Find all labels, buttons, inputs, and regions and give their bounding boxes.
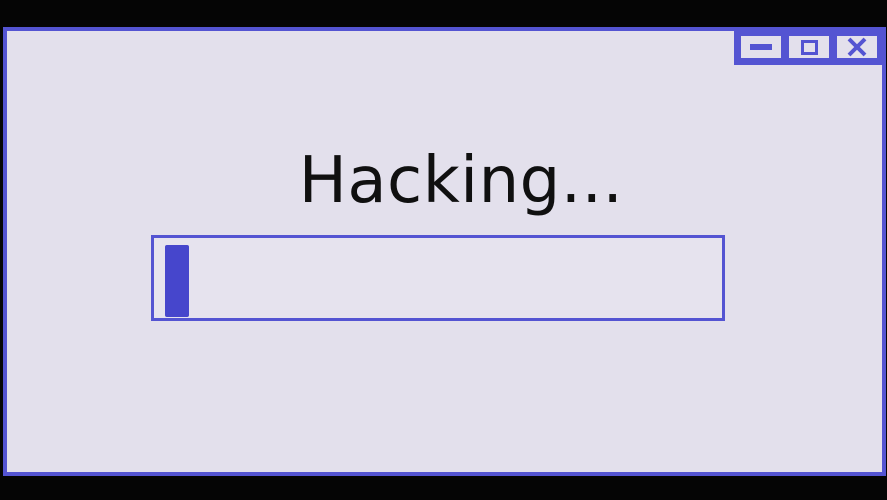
maximize-icon	[801, 40, 818, 55]
window-controls	[734, 27, 886, 65]
app-window: Hacking...	[3, 27, 886, 476]
close-icon	[847, 37, 867, 57]
maximize-button[interactable]	[789, 36, 829, 58]
minimize-button[interactable]	[741, 36, 781, 58]
status-title: Hacking...	[298, 144, 624, 218]
progress-fill	[165, 245, 189, 317]
progress-bar	[151, 235, 725, 321]
close-button[interactable]	[837, 36, 877, 58]
minimize-icon	[750, 44, 772, 50]
